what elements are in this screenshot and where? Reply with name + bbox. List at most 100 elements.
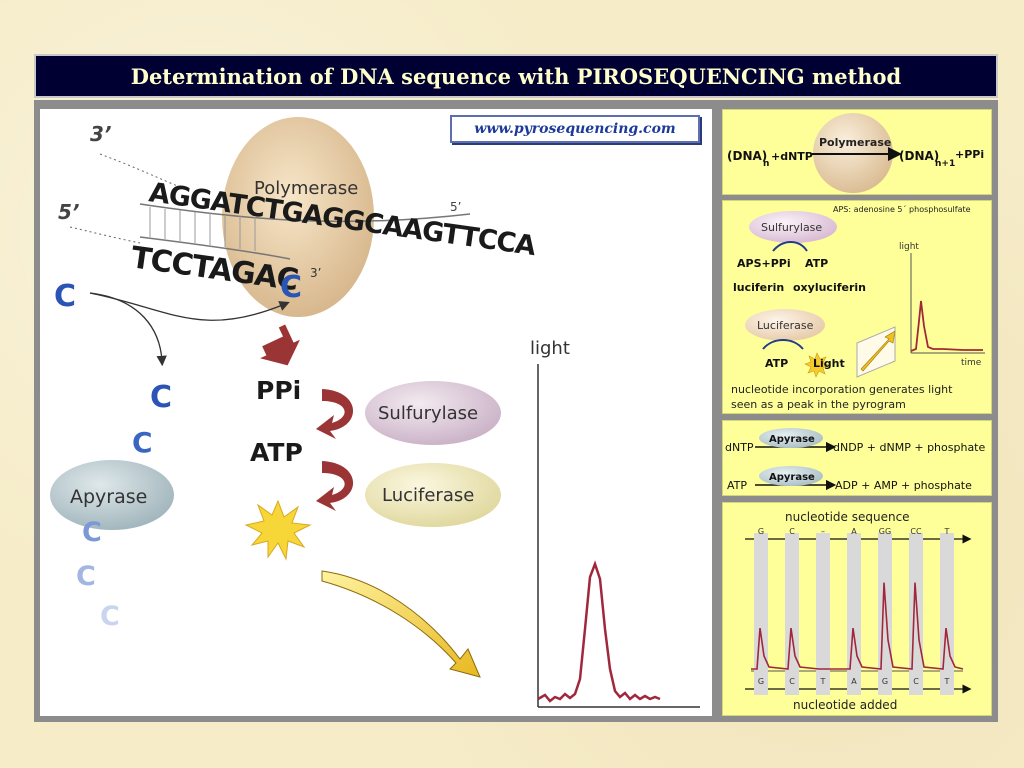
apyrase-reactions: dNTP Apyrase dNDP + dNMP + phosphate ATP… <box>725 428 985 492</box>
plus-dntp: +dNTP <box>771 150 813 163</box>
mini-plot-peak <box>910 300 983 352</box>
luciferase-label: Luciferase <box>382 485 474 506</box>
sulfurylase-label: Sulfurylase <box>378 403 478 424</box>
title-bar: Determination of DNA sequence with PIROS… <box>34 54 998 98</box>
url-link-box[interactable]: www.pyrosequencing.com <box>450 115 700 143</box>
pyrogram-column-2 <box>816 533 830 695</box>
sulfurylase-small <box>749 211 837 243</box>
pyrogram-bottom-title: nucleotide added <box>793 698 897 712</box>
luciferase-small-label: Luciferase <box>757 319 814 332</box>
apyrase-row1-products: dNDP + dNMP + phosphate <box>833 441 985 454</box>
degraded-c-4: C <box>82 517 102 548</box>
ppi-label: PPi <box>256 376 301 405</box>
degraded-c-1: C <box>150 380 172 415</box>
pyrogram-column-6 <box>940 533 954 695</box>
light-generation: APS: adenosine 5´ phosphosulfate Sulfury… <box>731 204 985 411</box>
oxyluciferin: oxyluciferin <box>793 281 866 294</box>
luciferase-small <box>745 309 825 341</box>
polymerase-small-label: Polymerase <box>819 136 891 149</box>
caption-line-2: seen as a peak in the pyrogram <box>731 398 906 411</box>
pyrogram-trace <box>751 582 964 670</box>
sulfurylase-curve-arrow <box>316 389 354 439</box>
atp-label: ATP <box>250 438 303 467</box>
primer-end-3prime: 3’ <box>310 266 321 280</box>
luciferase-curve-arrow <box>316 461 354 511</box>
main-diagram-panel: 3’ 5’ AGGATCTGAGGCAAGTTCCA 5’ TCCTAGAC C… <box>40 109 712 716</box>
degraded-c-6: C <box>100 601 120 632</box>
sequence-label-3: A <box>851 527 857 536</box>
primer-backbone <box>139 236 291 260</box>
sequence-label-5: CC <box>910 527 922 536</box>
apyrase-row1-label: Apyrase <box>769 434 815 445</box>
added-label-6: T <box>944 677 950 686</box>
pyrogram-column-5 <box>909 533 923 695</box>
atp-product: ATP <box>805 257 828 270</box>
pyrogram-column-4 <box>878 533 892 695</box>
sulfurylase-curve <box>772 241 808 252</box>
luciferase-curve <box>762 339 804 350</box>
apyrase-row1-enzyme <box>759 428 823 448</box>
atp-small: ATP <box>765 357 788 370</box>
light-peak-trace <box>537 560 661 703</box>
added-label-0: G <box>758 677 764 686</box>
top-backbone-dotted <box>99 153 181 188</box>
bottom-backbone-dotted <box>69 226 141 244</box>
light-star-icon <box>804 352 830 378</box>
apyrase-label: Apyrase <box>70 486 147 508</box>
dna-n-lhs: (DNA) <box>727 149 767 163</box>
mini-plot-y-label: light <box>899 242 919 252</box>
pyrogram-top-title: nucleotide sequence <box>785 510 910 524</box>
added-label-5: C <box>913 677 919 686</box>
aps-note: APS: adenosine 5´ phosphosulfate <box>833 204 971 214</box>
added-label-3: A <box>851 677 857 686</box>
incoming-nucleotide: C <box>54 279 76 314</box>
base-pair-rungs <box>149 207 256 251</box>
luciferin: luciferin <box>733 281 784 294</box>
added-label-2: T <box>820 677 826 686</box>
polymerase-label: Polymerase <box>254 178 358 199</box>
degradation-arrow <box>89 292 167 367</box>
apyrase-row2-substrate: ATP <box>727 479 747 492</box>
sequence-label-4: GG <box>879 527 891 536</box>
light-word: Light <box>813 357 845 370</box>
light-burst-icon <box>244 499 312 561</box>
apyrase-enzyme <box>50 460 174 530</box>
strand-end-3prime: 3’ <box>90 122 112 146</box>
strand-end-5prime: 5’ <box>58 200 80 224</box>
light-axis-label: light <box>530 338 570 359</box>
dna-n1-rhs: (DNA) <box>899 149 939 163</box>
main-diagram: 3’ 5’ AGGATCTGAGGCAAGTTCCA 5’ TCCTAGAC C… <box>50 117 700 708</box>
caption-line-1: nucleotide incorporation generates light <box>731 383 953 396</box>
polymerase-enzyme <box>222 117 374 317</box>
sequence-label-0: G <box>758 527 764 536</box>
pyrogram-column-3 <box>847 533 861 695</box>
url-link[interactable]: www.pyrosequencing.com <box>474 121 676 137</box>
sulfurylase-enzyme <box>365 381 501 445</box>
added-label-4: G <box>882 677 888 686</box>
dna-n-sub: n <box>763 159 769 169</box>
pyrogram-column-1 <box>785 533 799 695</box>
apyrase-reactions-panel: dNTP Apyrase dNDP + dNMP + phosphate ATP… <box>722 420 992 496</box>
template-backbone <box>139 203 471 223</box>
added-label-1: C <box>789 677 795 686</box>
apyrase-row1-substrate: dNTP <box>725 441 754 454</box>
degraded-c-5: C <box>76 561 96 592</box>
luciferase-enzyme <box>365 463 501 527</box>
plus-ppi: +PPi <box>955 148 984 161</box>
sequence-label-1: C <box>789 527 795 536</box>
apyrase-row2-products: ADP + AMP + phosphate <box>835 479 972 492</box>
mini-plot-x-label: time <box>961 358 982 368</box>
dna-n1-sub: n+1 <box>935 159 955 169</box>
aps-ppi: APS+PPi <box>737 257 791 270</box>
sequence-label-6: T <box>944 527 950 536</box>
degraded-c-2: C <box>132 426 153 459</box>
apyrase-row2-enzyme <box>759 466 823 486</box>
polymerase-reaction: Polymerase (DNA) n +dNTP (DNA) n+1 +PPi <box>727 113 984 193</box>
strand-tail-5prime: 5’ <box>450 200 461 214</box>
apyrase-row2-label: Apyrase <box>769 472 815 483</box>
light-detection-arrow <box>321 570 481 678</box>
ppi-release-arrow <box>260 324 300 366</box>
light-to-detector-arrow <box>860 330 896 372</box>
